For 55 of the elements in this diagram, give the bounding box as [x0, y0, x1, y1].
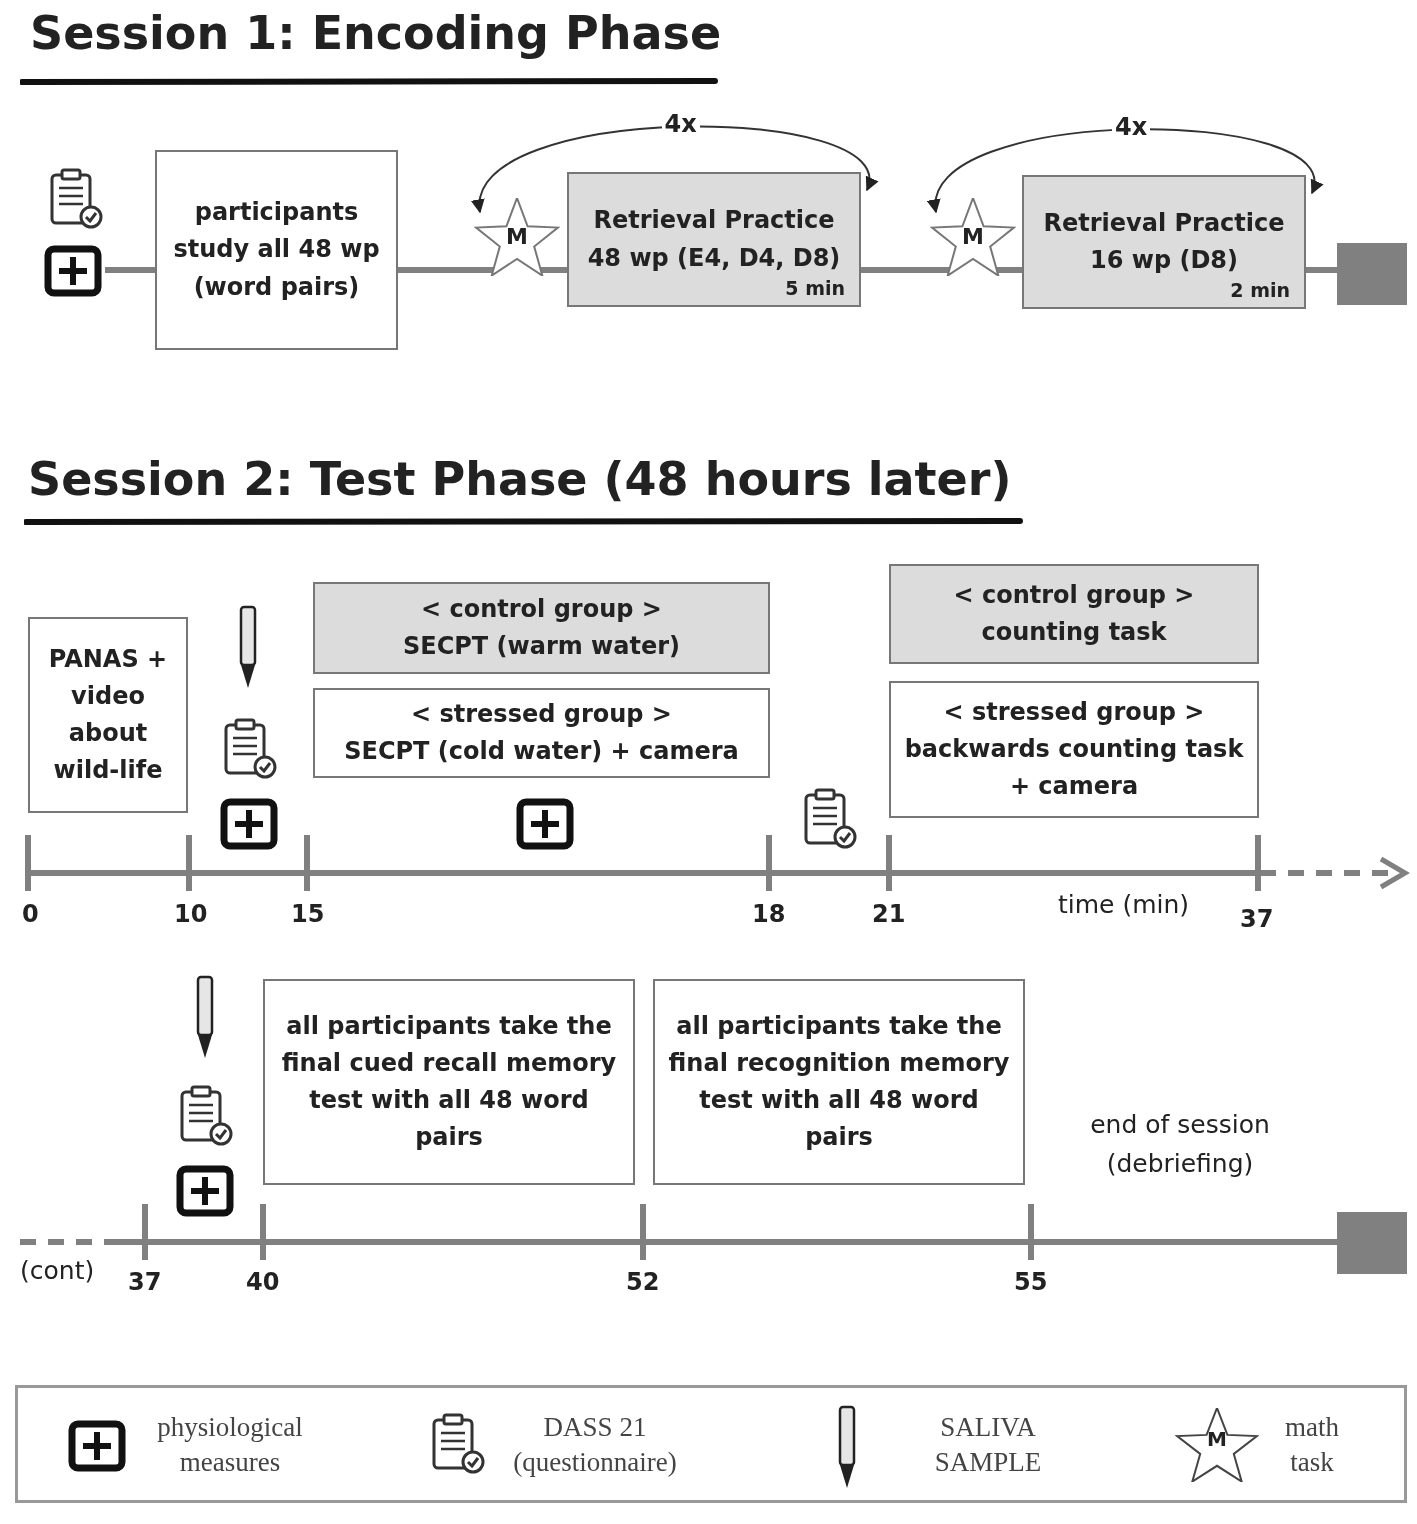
tick-label: 10: [174, 900, 208, 928]
box-text: participants study all 48 wp (word pairs): [172, 197, 381, 303]
legend-label: physiological measures: [156, 1411, 304, 1480]
process-box: [653, 979, 1025, 1185]
tick-label: 18: [752, 900, 786, 928]
process-box: [155, 150, 398, 350]
timeline-line: [861, 267, 952, 273]
tick-label: 37: [128, 1268, 162, 1296]
end-marker: [1337, 243, 1407, 305]
end-marker: [1337, 1212, 1407, 1274]
box-text: < control group >: [953, 579, 1195, 611]
tick-label: 52: [626, 1268, 660, 1296]
continuation-label: (cont): [20, 1256, 95, 1285]
tick-label: 0: [22, 900, 39, 928]
timeline-line: [538, 267, 567, 273]
box-text: < stressed group >: [411, 698, 672, 730]
process-box: [313, 582, 770, 674]
process-box: [28, 617, 188, 813]
box-text: 2 min: [1230, 277, 1290, 303]
star-text: M: [505, 224, 529, 249]
legend-label: SALIVA SAMPLE: [933, 1411, 1043, 1480]
star-text: M: [961, 224, 985, 249]
tick-label: 15: [291, 900, 325, 928]
process-box: [889, 681, 1259, 818]
legend-label: DASS 21 (questionnaire): [512, 1411, 678, 1480]
box-text: Retrieval Practice 16 wp (D8): [1042, 207, 1286, 276]
timeline-line: [398, 267, 496, 273]
legend-label: math task: [1284, 1411, 1340, 1480]
box-text: SECPT (warm water): [402, 631, 681, 662]
process-box: [313, 688, 770, 778]
tick-label: 21: [872, 900, 906, 928]
timeline-line: [1306, 267, 1337, 273]
box-text: backwards counting task + camera: [903, 733, 1245, 803]
box-text: < stressed group >: [943, 696, 1205, 728]
star-text: M: [1207, 1427, 1227, 1451]
box-text: SECPT (cold water) + camera: [344, 736, 739, 767]
tick-label: 40: [246, 1268, 280, 1296]
box-text: PANAS + video about wild-life: [47, 643, 169, 787]
note-text: end of session (debriefing): [1089, 1109, 1271, 1180]
tick-label: 37: [1240, 905, 1274, 933]
box-text: < control group >: [421, 593, 662, 625]
box-text: counting task: [981, 617, 1167, 648]
box-text: all participants take the final recognition memory test with all 48 word pairs: [667, 1010, 1011, 1154]
tick-label: 55: [1014, 1268, 1048, 1296]
timeline-line: [105, 267, 155, 273]
process-box: [1022, 175, 1306, 309]
timeline-line: [994, 267, 1022, 273]
axis-title: time (min): [1058, 890, 1190, 919]
section-heading: Session 2: Test Phase (48 hours later): [28, 452, 1012, 506]
box-text: 5 min: [785, 275, 845, 301]
process-box: [263, 979, 635, 1185]
process-box: [889, 564, 1259, 664]
box-text: Retrieval Practice 48 wp (E4, D4, D8): [586, 205, 842, 274]
box-text: all participants take the final cued recall memory test with all 48 word pairs: [280, 1010, 618, 1154]
section-heading: Session 1: Encoding Phase: [30, 6, 722, 60]
